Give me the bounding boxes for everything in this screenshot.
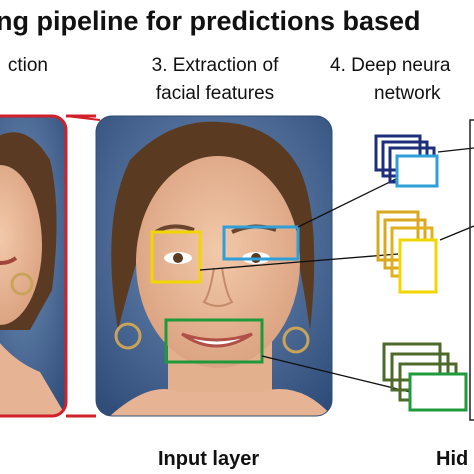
photo-border — [95, 115, 333, 417]
step-4-caption-line1: 4. Deep neura — [330, 55, 451, 76]
step-3-caption: 3. Extraction of facial features — [100, 52, 330, 108]
connector-yellow — [199, 253, 399, 271]
cropped-face-photo — [0, 116, 66, 416]
diagram-title: ng pipeline for predictions based — [0, 6, 421, 36]
input-layer-label: Input layer — [158, 448, 260, 470]
navy-feature-stack — [374, 134, 439, 188]
step-3-caption-line2: facial features — [155, 83, 275, 104]
gold-feature-stack — [376, 210, 438, 294]
crop-frame — [0, 114, 68, 418]
connector-blue — [297, 175, 403, 228]
step-2-caption: ction — [7, 55, 48, 76]
step-4-caption: 4. Deep neura network — [330, 52, 474, 108]
left-eye-feature-box — [150, 230, 202, 284]
step-3-caption-line1: 3. Extraction of — [151, 55, 279, 76]
step-4-caption-line2: network — [374, 83, 441, 104]
connector-green — [261, 355, 411, 393]
right-eye-feature-box — [222, 225, 300, 261]
face-photo — [96, 116, 332, 416]
hidden-layer-label: Hid — [436, 448, 469, 470]
mouth-feature-box — [164, 318, 264, 364]
hidden-layer-edge — [469, 119, 474, 421]
olive-feature-stack — [382, 342, 468, 412]
